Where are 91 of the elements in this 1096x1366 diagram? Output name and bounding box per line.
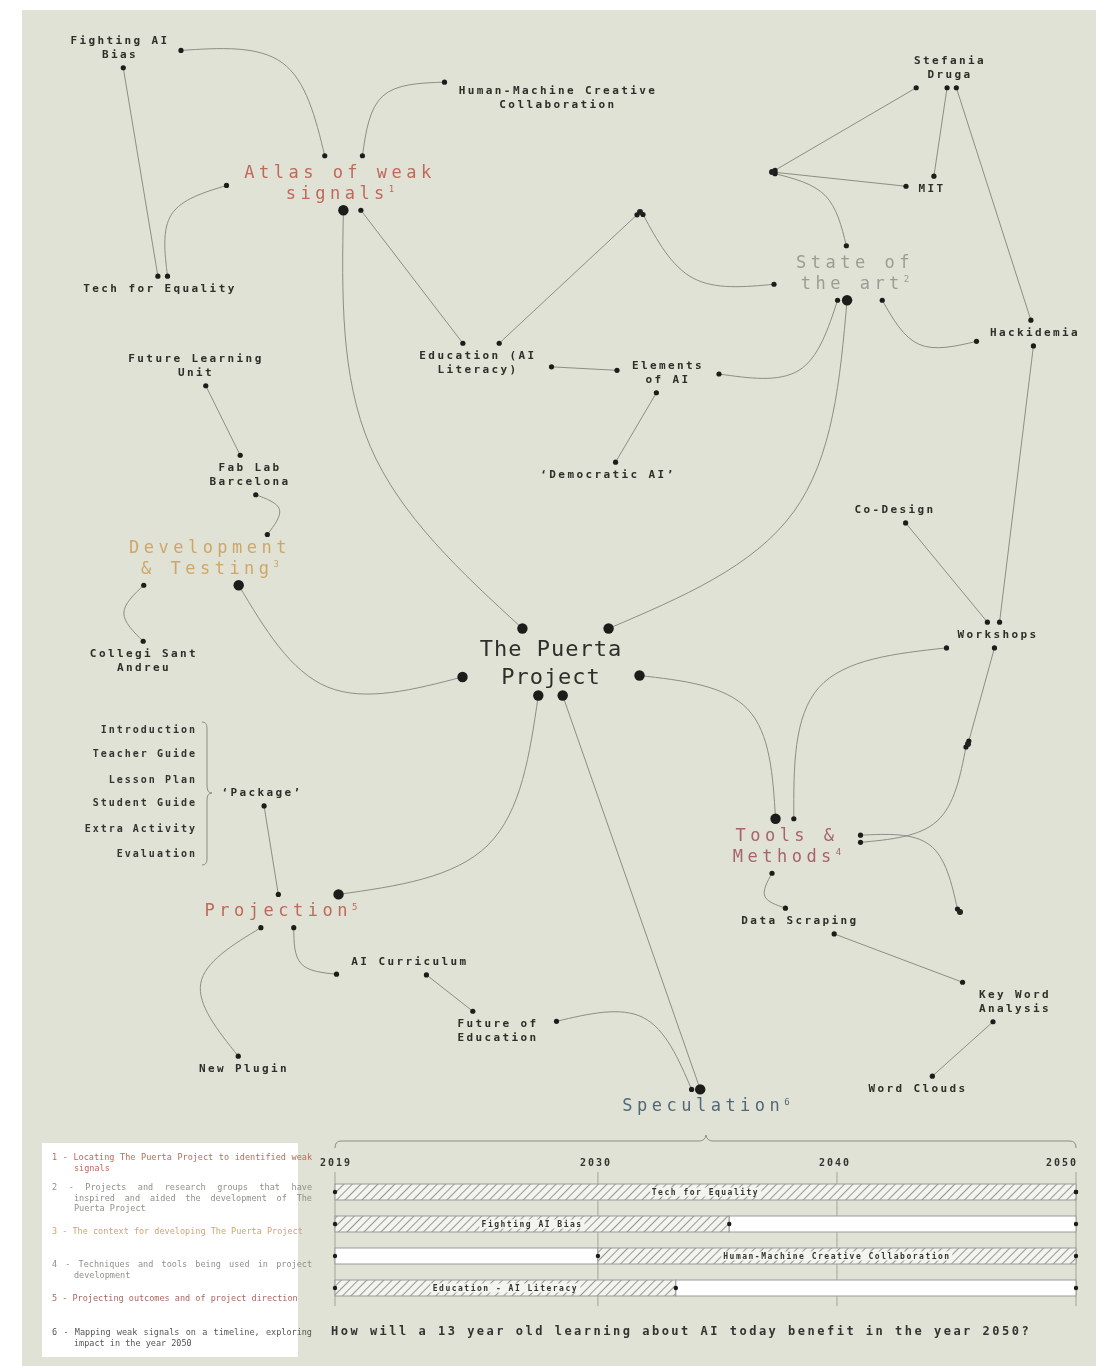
connector [423,972,476,1014]
topic-label: AI Curriculum [342,955,478,969]
node-dot [965,741,971,747]
topic-label: Fighting AI Bias [65,34,175,62]
section-title: Tools & Methods$^{4}$ [719,824,855,868]
topic-label: Future Learning Unit [118,352,274,380]
topic-label: Fab Lab Barcelona [202,461,298,489]
connector [997,343,1036,625]
bar-label: Human-Machine Creative Collaboration [721,1251,953,1261]
connector [929,1019,996,1079]
connector [612,390,659,465]
footnote: 4 - Techniques and tools being used in project development [52,1259,312,1281]
connector [178,47,328,159]
connector [164,182,230,279]
connector [857,832,961,912]
topic-label: ‘Democratic AI’ [533,468,683,482]
central-title: The Puerta Project [468,634,634,690]
connector [966,645,998,744]
section-title: Speculation$^{6}$ [611,1095,801,1117]
connector [634,670,781,824]
connector [120,65,161,279]
topic-label: Key Word Analysis [967,988,1063,1016]
connector [233,580,468,695]
connector [772,171,849,249]
topic-label: Workshops [948,628,1048,642]
section-title: State of the art$^{2}$ [780,251,930,295]
connector [291,925,340,977]
topic-label: Co-Design [847,503,943,517]
connector [338,205,528,634]
node-dot [957,909,963,915]
connector [931,85,950,179]
node-dot [637,209,643,215]
connector [640,211,777,288]
connector [557,690,706,1095]
connector [253,492,281,538]
connector [772,85,919,173]
package-item: Student Guide [92,797,197,808]
footnote: 3 - The context for developing The Puerta Project [52,1226,304,1237]
topic-label: Data Scraping [732,914,868,928]
package-item: Lesson Plan [108,774,197,785]
footnote: 2 - Projects and research groups that have inspired and aided the development of The Puerta Project [52,1182,312,1214]
connector [261,803,281,897]
package-item: Evaluation [116,848,197,859]
connector [203,383,243,458]
connector [358,207,466,346]
package-item: Extra Activity [84,823,197,834]
connector [831,931,966,985]
connector [763,870,789,911]
topic-label: MIT [912,182,952,196]
topic-label: Hackidemia [982,326,1088,340]
connector [879,297,980,349]
topic-label: Word Clouds [858,1082,978,1096]
connector [199,925,264,1059]
connector [333,690,544,900]
bar-label: Education - AI Literacy [430,1283,581,1293]
connector [791,645,950,822]
question-text: How will a 13 year old learning about AI today benefit in the year 2050? [331,1324,1032,1338]
connector [603,295,853,634]
topic-label: Elements of AI [623,359,713,387]
footnote: 5 - Projecting outcomes and of project direction [52,1293,299,1304]
connector [359,79,448,159]
footnote: 6 - Mapping weak signals on a timeline, exploring impact in the year 2050 [52,1327,312,1349]
connector [857,744,969,845]
topic-label: ‘Package’ [212,786,312,800]
topic-label: Human-Machine Creative Collaboration [450,84,666,112]
topic-label: Stefania Druga [910,54,990,82]
connector [553,1011,695,1092]
bar-label: Fighting AI Bias [479,1219,585,1229]
package-item: Teacher Guide [92,748,197,759]
connector [123,582,147,644]
topic-label: Tech for Equality [72,282,248,296]
section-title: Atlas of weak signals$^{1}$ [232,161,448,205]
connector [548,364,620,373]
footnote: 1 - Locating The Puerta Project to identified weak signals [52,1152,312,1174]
connector [716,297,841,379]
topic-label: Future of Education [445,1017,551,1045]
section-title: Projection$^{5}$ [188,900,374,922]
topic-label: Education (AI Literacy) [410,349,546,377]
connector [953,85,1034,323]
section-title: Development & Testing$^{3}$ [115,536,305,580]
node-dot [769,169,775,175]
topic-label: New Plugin [189,1062,299,1076]
year-label: 2030 [579,1157,612,1168]
year-label: 2040 [818,1157,852,1168]
year-label: 2019 [320,1157,353,1168]
year-label: 2050 [1046,1157,1079,1168]
package-item: Introduction [100,724,197,735]
connector [903,520,990,625]
bar-label: Tech for Equality [649,1187,762,1197]
connector [496,212,640,346]
topic-label: Collegi Sant Andreu [81,647,207,675]
